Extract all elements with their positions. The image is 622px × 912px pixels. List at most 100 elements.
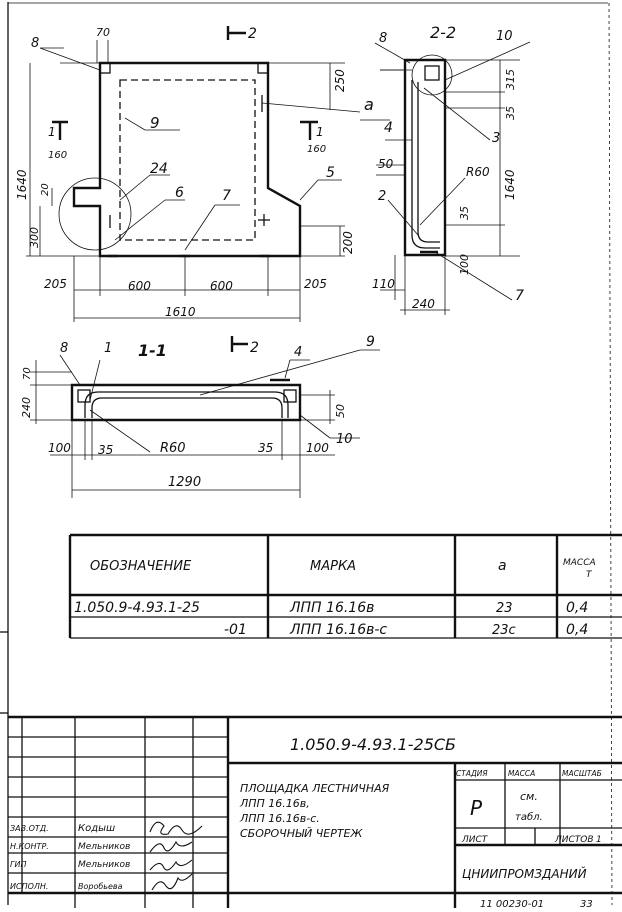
header-a: a <box>498 558 507 574</box>
header-mass: МАССА <box>563 558 596 568</box>
callout-2: 2 <box>378 189 386 204</box>
dim-70-s11: 70 <box>22 367 33 380</box>
section22-title: 2-2 <box>430 23 456 42</box>
archive-number: 11 00230-01 <box>480 899 544 908</box>
sheet-frame <box>7 2 613 906</box>
callout-1-s11: 1 <box>104 341 112 356</box>
title-line-2: ЛПП 16.16в, <box>239 797 310 810</box>
dim-50-s11: 50 <box>334 404 347 418</box>
dim-35-top: 35 <box>504 106 517 120</box>
callout-4-s11: 4 <box>294 345 302 360</box>
sheets-label: ЛИСТОВ <box>554 835 594 845</box>
dim-r60-s22: R60 <box>466 165 490 179</box>
signatures <box>149 821 203 891</box>
row2-mass: 0,4 <box>566 622 588 638</box>
plan-view: 8 70 2 9 24 6 7 5 a 1 1 1640 20 160 300 … <box>15 26 390 322</box>
callout-9: 9 <box>150 114 160 132</box>
dim-240: 240 <box>412 297 435 311</box>
section11-mark: 2 <box>250 340 259 356</box>
dim-160-left: 160 <box>48 150 67 161</box>
dim-35-left: 35 <box>98 443 113 457</box>
callout-10-s22: 10 <box>496 29 513 44</box>
dim-70: 70 <box>96 26 110 39</box>
dim-100-left: 100 <box>48 441 71 455</box>
callout-24: 24 <box>150 161 168 177</box>
dim-100: 100 <box>458 254 471 275</box>
section11-title: 1-1 <box>138 341 167 360</box>
row1-mark: ЛПП 16.16в <box>289 600 374 616</box>
callout-7: 7 <box>222 188 231 204</box>
mass-value-1: см. <box>520 790 538 803</box>
dim-1290: 1290 <box>168 475 201 490</box>
title-line-3: ЛПП 16.16в-с. <box>239 812 320 825</box>
stage-value: Р <box>470 796 483 820</box>
spec-table: ОБОЗНАЧЕНИЕ МАРКА a МАССА Т 1.050.9-4.93… <box>68 533 622 639</box>
title-line-4: СБОРОЧНЫЙ ЧЕРТЕЖ <box>240 827 364 840</box>
stage-header: СТАДИЯ <box>456 769 488 778</box>
staff-role-2: Н.КОНТР. <box>10 842 49 851</box>
staff-role-3: ГИП <box>10 860 26 869</box>
dim-600-b: 600 <box>210 279 233 293</box>
title-line-1: ПЛОЩАДКА ЛЕСТНИЧНАЯ <box>240 782 390 795</box>
header-mark: МАРКА <box>310 559 356 574</box>
callout-3: 3 <box>492 131 500 146</box>
dim-1610: 1610 <box>165 305 196 319</box>
callout-8-s22: 8 <box>379 31 387 46</box>
callout-5: 5 <box>326 165 335 181</box>
dim-35-mid: 35 <box>458 206 471 220</box>
dim-250: 250 <box>333 69 347 92</box>
mass-value-2: табл. <box>515 811 543 823</box>
staff-name-4: Воробьева <box>78 882 123 891</box>
dim-160-right: 160 <box>307 144 326 155</box>
row2-mark: ЛПП 16.16в-с <box>289 622 387 638</box>
doc-code: 1.050.9-4.93.1-25СБ <box>290 735 456 754</box>
sheets-value: 1 <box>596 835 602 845</box>
plan-outline <box>72 61 302 258</box>
page-number: 33 <box>580 899 593 908</box>
section11-outline <box>70 383 302 422</box>
sheet-label: ЛИСТ <box>461 835 489 845</box>
section-1-1: 1-1 2 8 1 4 9 10 70 240 50 100 35 R60 35… <box>20 334 380 498</box>
header-designation: ОБОЗНАЧЕНИЕ <box>90 559 192 574</box>
dim-205-right: 205 <box>304 277 327 291</box>
scale-header: МАСШТАБ <box>562 769 602 778</box>
dim-600-a: 600 <box>128 279 151 293</box>
staff-role-1: ЗАВ.ОТД. <box>10 824 49 833</box>
dim-205-left: 205 <box>44 277 67 291</box>
dim-20: 20 <box>40 183 51 196</box>
title-block: 1.050.9-4.93.1-25СБ ПЛОЩАДКА ЛЕСТНИЧНАЯ … <box>0 631 622 910</box>
staff-role-4: ИСПОЛН. <box>10 882 48 891</box>
row1-mass: 0,4 <box>566 600 588 616</box>
callout-8-s11: 8 <box>60 341 68 356</box>
callout-a: a <box>364 95 374 114</box>
row1-designation: 1.050.9-4.93.1-25 <box>74 600 200 616</box>
callout-8: 8 <box>31 36 39 51</box>
dim-50: 50 <box>378 157 394 171</box>
staff-name-2: Мельников <box>78 842 130 852</box>
dim-100-right: 100 <box>306 441 329 455</box>
section-mark-2: 2 <box>248 26 257 42</box>
section-mark-1-right: 1 <box>316 125 324 139</box>
header-mass-unit: Т <box>586 570 593 580</box>
callout-7-s22: 7 <box>515 288 524 304</box>
staff-name-3: Мельников <box>78 860 130 870</box>
dim-200: 200 <box>341 231 355 254</box>
dim-1640: 1640 <box>15 169 29 200</box>
plan-hidden-recess <box>119 79 256 241</box>
row2-designation: -01 <box>224 622 247 638</box>
dim-110: 110 <box>372 277 395 291</box>
dim-1640-s22: 1640 <box>503 169 517 200</box>
dim-300: 300 <box>28 227 41 248</box>
dim-315: 315 <box>504 69 517 90</box>
dim-240-s11: 240 <box>20 397 33 418</box>
dim-r60-s11: R60 <box>160 441 186 456</box>
callout-9-s11: 9 <box>366 334 375 350</box>
dim-35-right: 35 <box>258 441 273 455</box>
section-mark-1-left: 1 <box>48 125 56 139</box>
section-2-2: 2-2 8 10 4 3 2 7 315 35 1640 50 35 100 R… <box>372 23 531 315</box>
staff-name-1: Кодыш <box>78 823 115 834</box>
row2-a: 23с <box>492 623 516 638</box>
mass-header: МАССА <box>508 769 535 778</box>
